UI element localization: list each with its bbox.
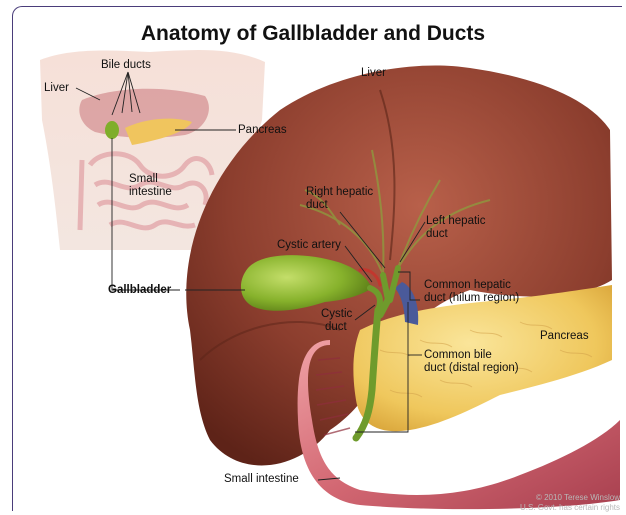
- label-common-hepatic-duct-line2: duct (hilum region): [424, 292, 519, 305]
- label-cystic-duct-line2: duct: [325, 321, 347, 334]
- label-common-bile-duct-line1: Common bile: [424, 349, 492, 362]
- label-left-hepatic-duct-line2: duct: [426, 228, 448, 241]
- label-cystic-artery: Cystic artery: [277, 239, 341, 252]
- label-left-hepatic-duct-line1: Left hepatic: [426, 215, 485, 228]
- label-right-hepatic-duct-line1: Right hepatic: [306, 186, 373, 199]
- label-common-bile-duct-line2: duct (distal region): [424, 362, 519, 375]
- diagram-title: Anatomy of Gallbladder and Ducts: [0, 22, 626, 46]
- label-small-intestine: Small intestine: [224, 473, 299, 486]
- label-inset-small-intestine-line1: Small: [129, 173, 158, 186]
- inset-gallbladder-shape: [105, 121, 119, 139]
- label-common-hepatic-duct-line1: Common hepatic: [424, 279, 511, 292]
- label-inset-liver: Liver: [44, 82, 69, 95]
- credit-line-2: U.S. Govt. has certain rights: [520, 503, 620, 513]
- credit-line-1: © 2010 Terese Winslow: [520, 493, 620, 503]
- copyright-credit: © 2010 Terese Winslow U.S. Govt. has cer…: [520, 493, 620, 513]
- label-bile-ducts: Bile ducts: [101, 59, 151, 72]
- label-gallbladder: Gallbladder: [108, 284, 171, 297]
- label-pancreas: Pancreas: [540, 330, 589, 343]
- label-liver: Liver: [361, 67, 386, 80]
- label-inset-pancreas: Pancreas: [238, 124, 287, 137]
- label-inset-small-intestine-line2: intestine: [129, 186, 172, 199]
- label-cystic-duct-line1: Cystic: [321, 308, 352, 321]
- label-right-hepatic-duct-line2: duct: [306, 199, 328, 212]
